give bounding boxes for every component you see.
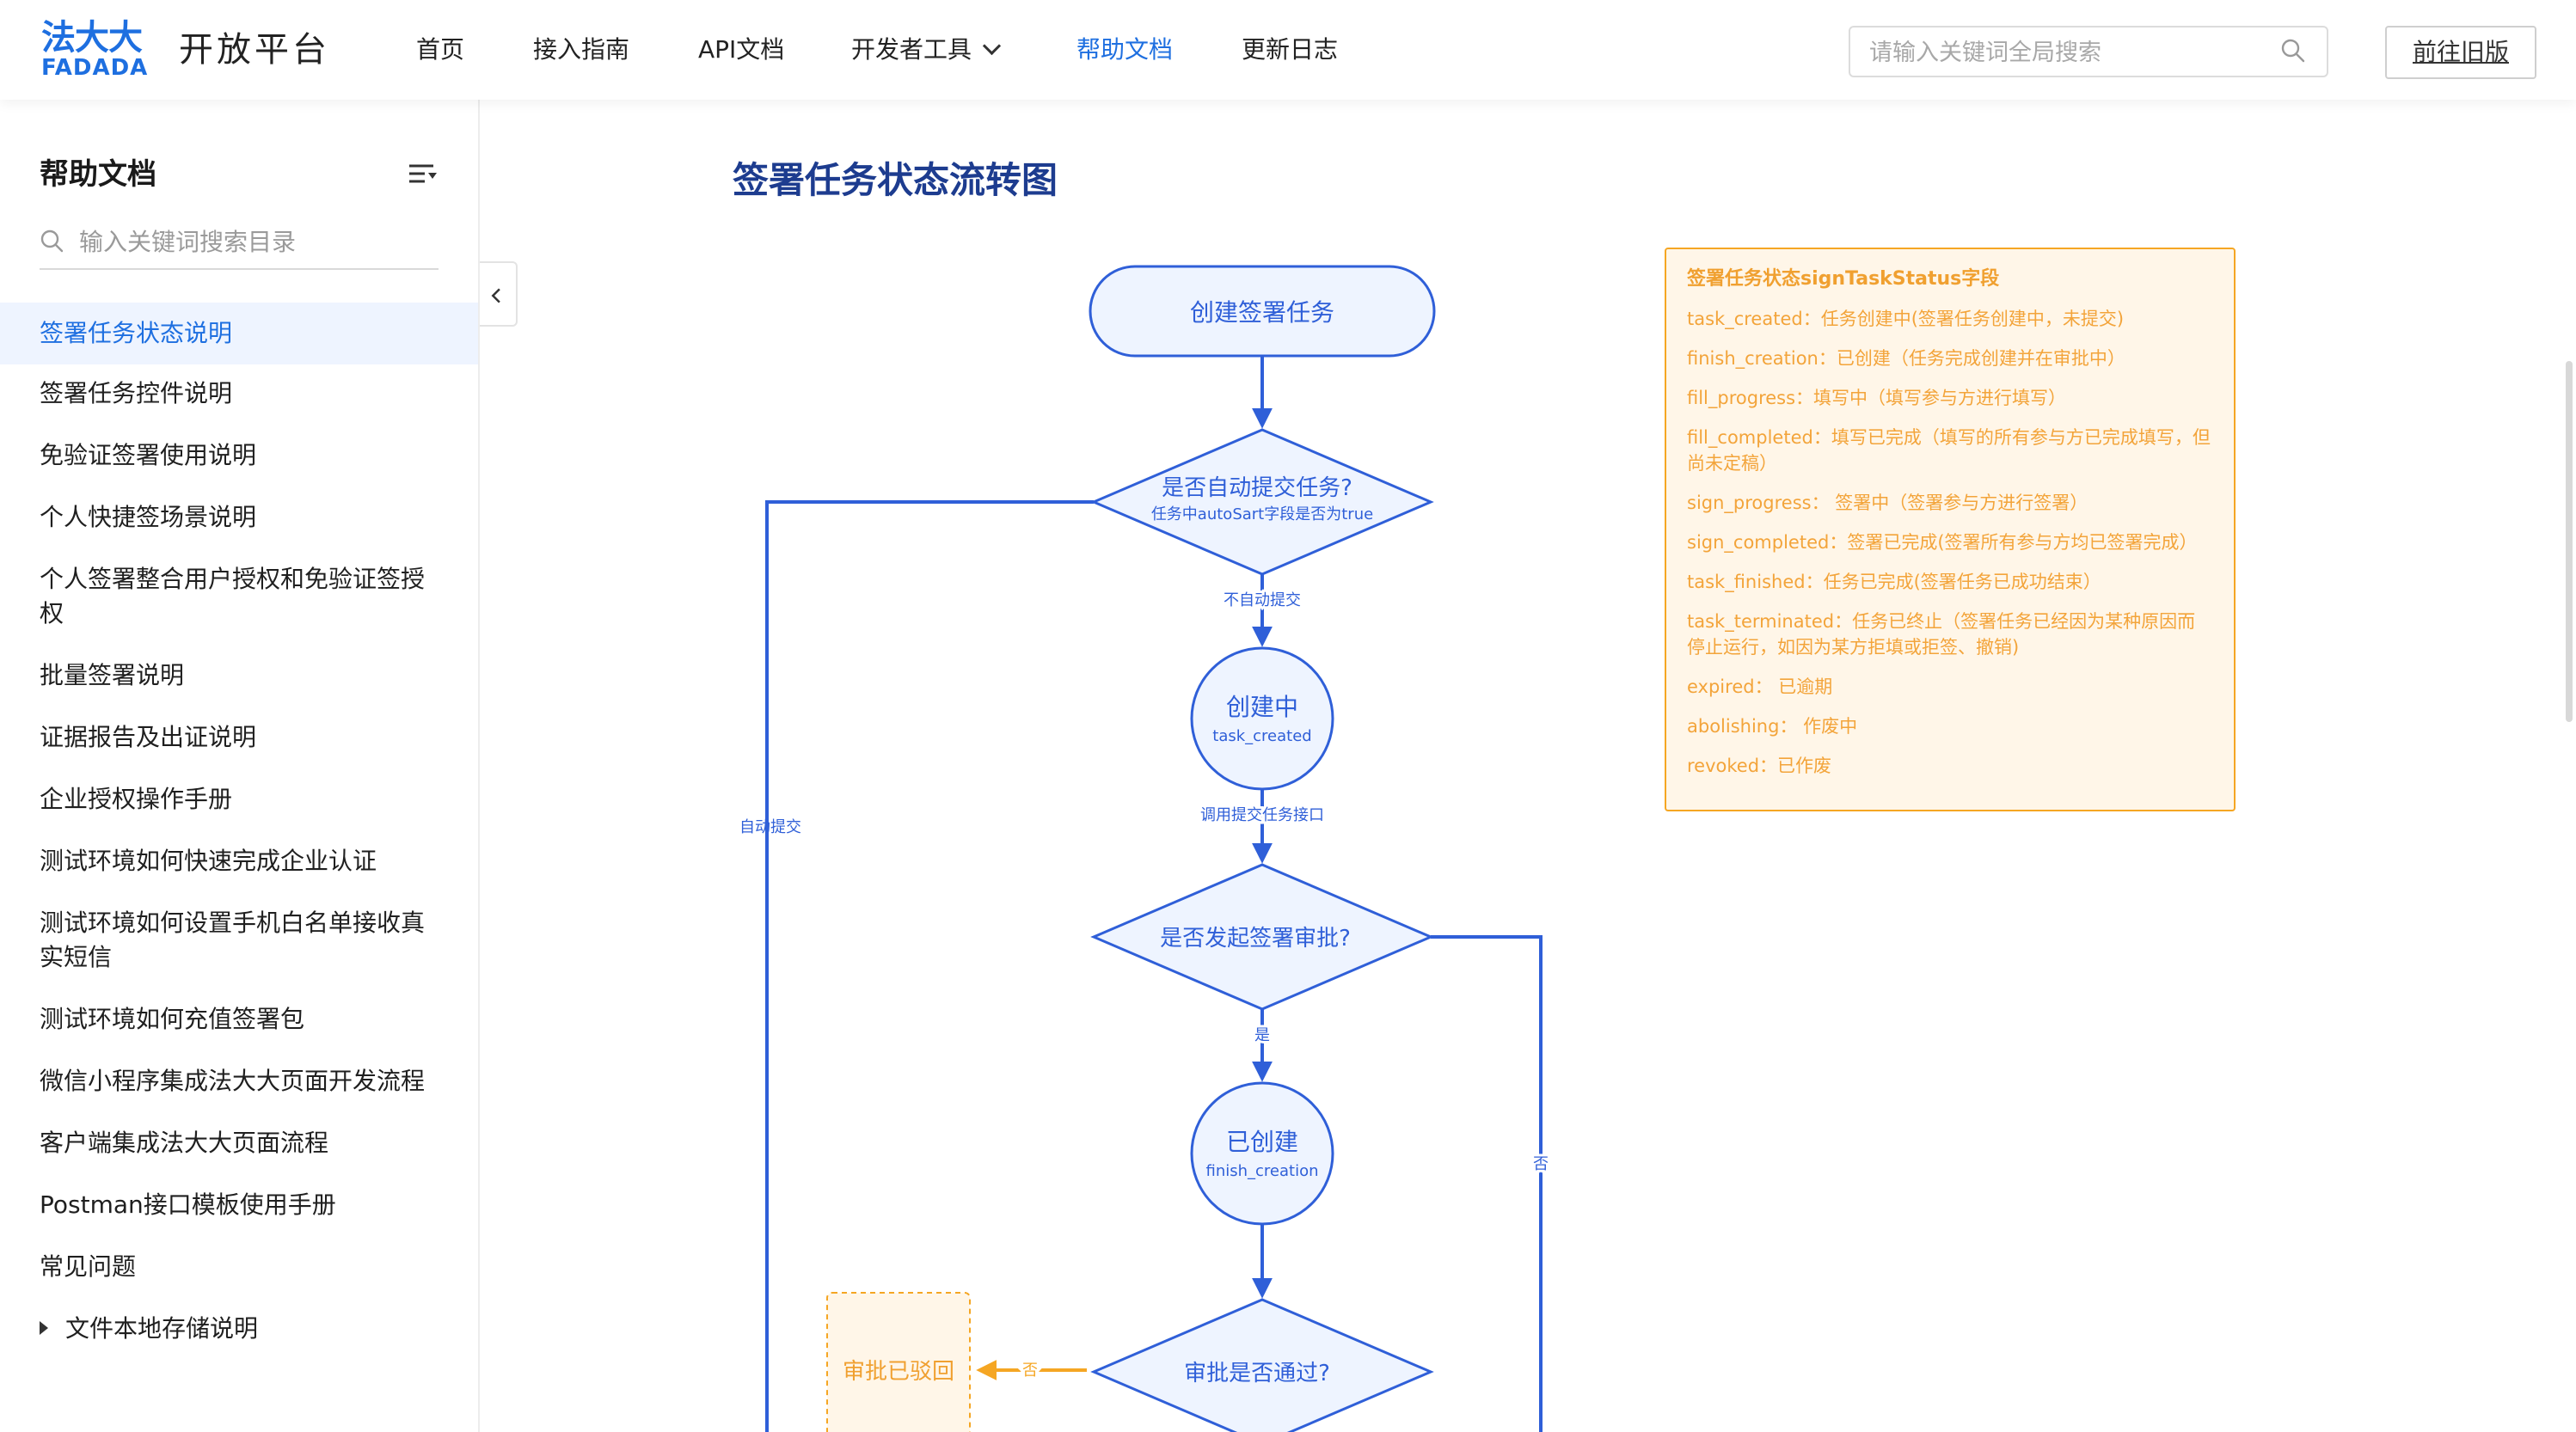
sidebar-item-batch-sign[interactable]: 批量签署说明 <box>40 661 185 689</box>
decision-approval-passed-title: 审批是否通过? <box>1184 1361 1330 1386</box>
edge-rejected-label: 否 <box>1022 1362 1038 1380</box>
status-legend: 签署任务状态signTaskStatus字段 task_created：任务创建… <box>1665 248 2236 811</box>
search-icon <box>40 229 64 253</box>
sidebar-collapse-button[interactable] <box>480 261 518 327</box>
sidebar-item-faq[interactable]: 常见问题 <box>40 1252 137 1281</box>
edge-auto-submit-label: 自动提交 <box>739 818 801 836</box>
platform-name: 开放平台 <box>179 30 330 70</box>
legend-line: sign_progress： 签署中（签署参与方进行签署） <box>1687 493 2088 513</box>
start-node-label: 创建签署任务 <box>1190 298 1334 327</box>
caret-right-icon <box>40 1321 48 1335</box>
search-icon[interactable] <box>2280 38 2306 64</box>
sidebar-item-evidence-report[interactable]: 证据报告及出证说明 <box>40 723 257 751</box>
sidebar-item-local-storage-label: 文件本地存储说明 <box>65 1314 259 1343</box>
nav-developer-tools[interactable]: 开发者工具 <box>851 33 1002 67</box>
nav-help-docs[interactable]: 帮助文档 <box>1076 35 1174 64</box>
sidebar-search-input[interactable] <box>77 223 433 260</box>
sidebar-item-local-storage[interactable]: 文件本地存储说明 <box>0 1312 478 1346</box>
old-version-button[interactable]: 前往旧版 <box>2385 26 2536 79</box>
state-task-created-title: 创建中 <box>1226 693 1298 721</box>
nav-home[interactable]: 首页 <box>416 35 465 64</box>
sidebar-item-client-integration[interactable]: 客户端集成法大大页面流程 <box>40 1129 329 1157</box>
fadada-logo[interactable]: 法大大 FADADA <box>41 19 158 79</box>
sidebar-item-test-enterprise-cert[interactable]: 测试环境如何快速完成企业认证 <box>40 847 377 875</box>
global-search-input[interactable] <box>1868 34 2275 70</box>
legend-line: abolishing： 作废中 <box>1687 716 1858 737</box>
legend-line: task_terminated：任务已终止（签署任务已经因为某种原因而停止运行，… <box>1687 611 2196 658</box>
sidebar-item-postman[interactable]: Postman接口模板使用手册 <box>40 1190 336 1219</box>
edge-no-approval-label: 否 <box>1533 1155 1549 1173</box>
edge-no-approval <box>1431 935 1543 1432</box>
state-approval-rejected-label: 审批已驳回 <box>843 1359 954 1385</box>
sidebar-item-test-phone-whitelist[interactable]: 测试环境如何设置手机白名单接收真实短信 <box>40 909 426 971</box>
nav-access-guide[interactable]: 接入指南 <box>533 35 630 64</box>
legend-line: expired： 已逾期 <box>1687 676 1833 697</box>
sidebar-item-enterprise-auth[interactable]: 企业授权操作手册 <box>40 785 233 813</box>
state-approval-rejected <box>826 1292 971 1432</box>
edge-no-auto-label: 不自动提交 <box>1224 591 1301 609</box>
chevron-down-icon <box>982 36 1002 56</box>
legend-line: task_created：任务创建中(签署任务创建中，未提交) <box>1687 309 2125 329</box>
legend-line: fill_completed：填写已完成（填写的所有参与方已完成填写，但尚未定稿… <box>1687 427 2211 474</box>
nav-changelog[interactable]: 更新日志 <box>1242 35 1339 64</box>
global-search[interactable] <box>1849 26 2328 77</box>
sidebar-search[interactable] <box>40 218 439 270</box>
state-task-created-sub: task_created <box>1212 727 1311 745</box>
sidebar-item-sign-task-controls[interactable]: 签署任务控件说明 <box>40 379 233 407</box>
menu-toggle-icon[interactable] <box>408 162 439 187</box>
top-navbar: 法大大 FADADA 开放平台 首页 接入指南 API文档 开发者工具 帮助文档… <box>0 0 2576 100</box>
edge-yes-label: 是 <box>1254 1026 1270 1044</box>
nav-developer-tools-label: 开发者工具 <box>851 35 972 64</box>
page-scrollbar[interactable] <box>2566 361 2573 722</box>
edge-auto-submit <box>765 500 1094 1432</box>
logo-text-cn: 法大大 <box>41 18 143 58</box>
state-finish-creation-sub: finish_creation <box>1205 1162 1318 1180</box>
decision-auto-submit <box>1090 428 1434 576</box>
legend-line: finish_creation：已创建（任务完成创建并在审批中） <box>1687 348 2125 369</box>
sidebar-item-personal-quick-sign[interactable]: 个人快捷签场景说明 <box>40 503 257 531</box>
help-sidebar: 帮助文档 签署任务状态说明 签署任务控件说明 免验证签署使用说明 个人快捷签场景… <box>0 100 480 1432</box>
edge-submit-label: 调用提交任务接口 <box>1200 806 1324 824</box>
decision-auto-submit-title: 是否自动提交任务? <box>1162 475 1352 501</box>
sidebar-item-wechat-miniprogram[interactable]: 微信小程序集成法大大页面开发流程 <box>40 1067 426 1095</box>
sidebar-item-sign-task-status[interactable]: 签署任务状态说明 <box>0 303 478 364</box>
status-flowchart: 创建签署任务 是否自动提交任务? 任务中autoSart字段是否为true 自动… <box>739 265 1551 1432</box>
legend-line: sign_completed：签署已完成(签署所有参与方均已签署完成） <box>1687 532 2198 553</box>
decision-auto-submit-sub: 任务中autoSart字段是否为true <box>1151 505 1373 523</box>
nav-api-docs[interactable]: API文档 <box>698 35 785 64</box>
decision-approval-passed <box>1090 1298 1434 1432</box>
page-title: 签署任务状态流转图 <box>733 159 1058 201</box>
sidebar-item-test-recharge[interactable]: 测试环境如何充值签署包 <box>40 1005 305 1033</box>
sidebar-item-no-verify-sign[interactable]: 免验证签署使用说明 <box>40 441 257 469</box>
sidebar-item-personal-sign-auth[interactable]: 个人签署整合用户授权和免验证签授权 <box>40 565 426 627</box>
logo-text-en: FADADA <box>41 55 149 81</box>
decision-approval-title: 是否发起签署审批? <box>1160 926 1351 952</box>
sidebar-title: 帮助文档 <box>40 157 156 192</box>
chevron-left-icon <box>491 288 500 303</box>
legend-line: fill_progress：填写中（填写参与方进行填写） <box>1687 388 2067 408</box>
legend-line: task_finished：任务已完成(签署任务已成功结束） <box>1687 572 2101 592</box>
legend-line: revoked：已作废 <box>1687 756 1832 776</box>
legend-title: 签署任务状态signTaskStatus字段 <box>1687 268 2000 290</box>
state-finish-creation-title: 已创建 <box>1226 1128 1298 1156</box>
